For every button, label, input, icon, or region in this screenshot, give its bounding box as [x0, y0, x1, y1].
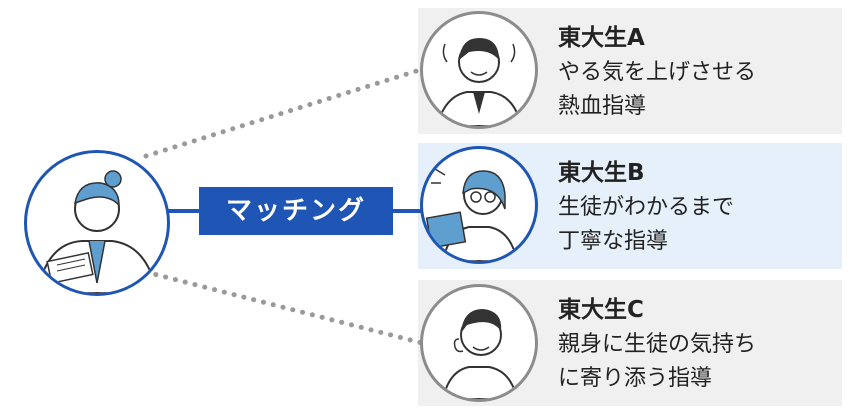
tutor-b-name: 東大生B: [558, 160, 645, 186]
tutor-a-name: 東大生A: [558, 25, 645, 51]
tutor-card-b-text: 東大生B 生徒がわかるまで 丁寧な指導: [558, 157, 838, 259]
tutor-b-desc-line-1: 生徒がわかるまで: [558, 195, 735, 220]
tutor-card-a-text: 東大生A やる気を上げさせる 熱血指導: [558, 22, 838, 124]
tutor-c-desc-line-2: に寄り添う指導: [558, 366, 713, 391]
tutor-b-desc-line-2: 丁寧な指導: [558, 229, 669, 254]
tutor-c-avatar-icon: [420, 284, 538, 402]
tutor-a-desc-line-2: 熱血指導: [558, 94, 647, 119]
dotted-connector-c: [143, 269, 429, 347]
tutor-c-desc-line-1: 親身に生徒の気持ち: [558, 332, 757, 357]
student-avatar-icon: [24, 150, 170, 296]
dotted-connector-a: [143, 65, 429, 159]
tutor-a-desc-line-1: やる気を上げさせる: [558, 60, 757, 85]
tutor-card-c-text: 東大生C 親身に生徒の気持ち に寄り添う指導: [558, 294, 838, 396]
tutor-c-name: 東大生C: [558, 297, 644, 323]
matching-label: マッチング: [199, 187, 393, 235]
tutor-a-avatar-icon: [420, 11, 538, 129]
tutor-b-avatar-icon: [420, 146, 538, 264]
